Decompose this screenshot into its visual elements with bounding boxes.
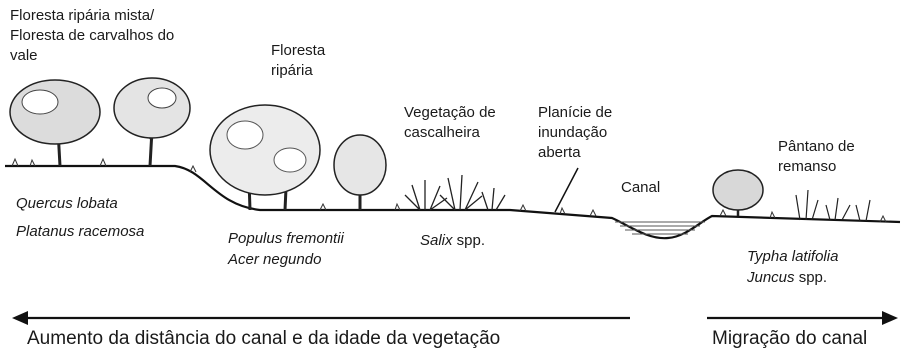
species-poplar: Populus fremontii Acer negundo (228, 228, 344, 270)
channel-water (615, 221, 705, 235)
zone-label-backwater-marsh: Pântano de remanso (778, 137, 855, 177)
zone-label-line: Pântano de (778, 138, 855, 155)
zone-label-line: inundação (538, 124, 608, 141)
distance-arrow-label: Aumento da distância do canal e da idade… (27, 328, 501, 349)
species-name: Platanus racemosa (16, 223, 145, 240)
species-name: Quercus lobata (16, 195, 118, 212)
ground-profile (5, 164, 901, 240)
species-genus: Salix (420, 232, 453, 249)
reeds (795, 189, 871, 222)
migration-arrow-label: Migração do canal (712, 328, 868, 349)
zone-label-line: Floresta ripária mista/ (10, 7, 155, 24)
zone-label-line: remanso (778, 158, 837, 175)
species-name: Acer negundo (228, 251, 322, 268)
zone-label-line: Planície de (538, 104, 613, 121)
species-willow: Salix spp. (420, 230, 485, 251)
zone-label-gravel-vegetation: Vegetação de cascalheira (404, 103, 496, 143)
species-oak: Quercus lobata Platanus racemosa (16, 190, 144, 246)
species-marsh: Typha latifolia Juncus spp. (747, 246, 838, 288)
floodplain-leader-line (554, 167, 579, 213)
zone-label-line: vale (10, 47, 38, 64)
species-suffix: spp. (452, 232, 486, 249)
zone-label-line: Floresta de carvalhos do (10, 27, 175, 44)
marsh-shrub (712, 169, 764, 216)
species-name: Typha latifolia (747, 248, 839, 265)
migration-arrow (707, 311, 898, 325)
zone-label-line: cascalheira (404, 124, 480, 141)
cottonwood-tree (209, 104, 321, 211)
oak-tree (113, 77, 191, 167)
zone-label-mixed-forest: Floresta ripária mista/ Floresta de carv… (10, 6, 174, 66)
grass-tufts (11, 157, 887, 223)
species-suffix: spp. (794, 269, 828, 286)
willow-shrub (404, 174, 506, 211)
distance-arrow (12, 311, 630, 325)
species-genus: Juncus (747, 269, 795, 286)
species-name: Populus fremontii (228, 230, 344, 247)
zone-label-channel: Canal (621, 179, 661, 196)
zone-label-line: Vegetação de (404, 104, 496, 121)
zone-label-riparian-forest: Floresta ripária (271, 41, 325, 81)
zone-label-line: Floresta (271, 42, 326, 59)
zone-label-line: aberta (538, 144, 581, 161)
zone-label-line: ripária (271, 62, 313, 79)
zone-label-open-floodplain: Planície de inundação aberta (538, 103, 612, 163)
box-elder-tree (333, 134, 387, 210)
oak-tree (9, 79, 101, 167)
